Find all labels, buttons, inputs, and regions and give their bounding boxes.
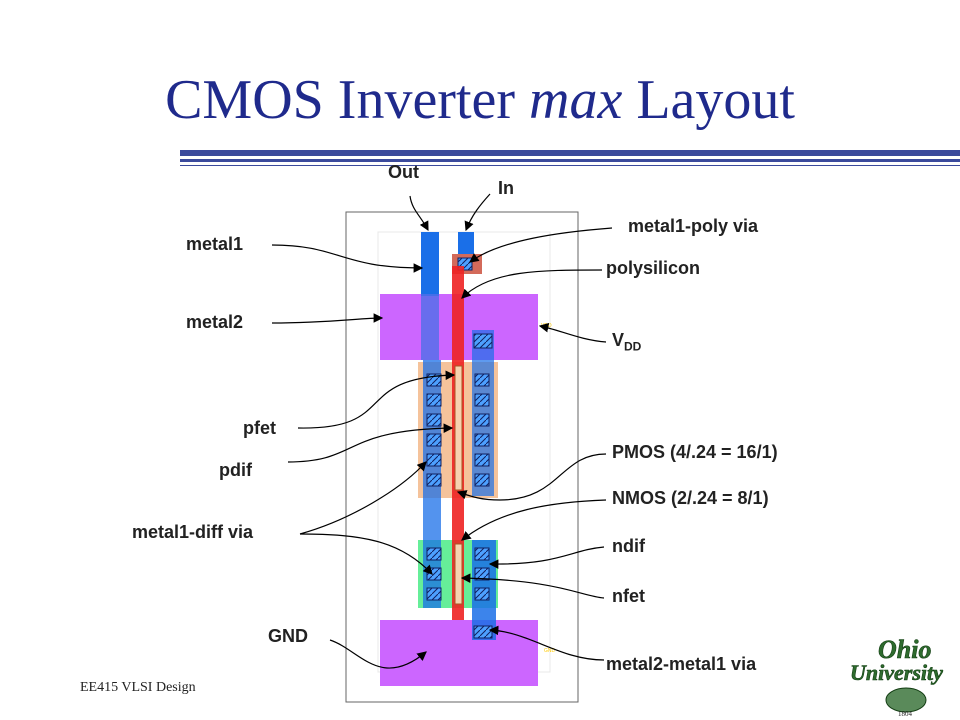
gnd-metal2-rail (380, 620, 538, 686)
metal1-out-over-rail (421, 294, 439, 360)
label-pmos: PMOS (4/.24 = 16/1) (612, 442, 778, 462)
label-gnd: GND (268, 626, 308, 646)
label-metal1-diff-via: metal1-diff via (132, 522, 254, 542)
metal1-out-top (421, 232, 439, 296)
pdif-contacts (426, 373, 490, 487)
leader-metal1-poly-via (469, 227, 613, 263)
pfet-channel (454, 365, 463, 491)
label-polysilicon: polysilicon (606, 258, 701, 278)
leader-pfet (297, 370, 456, 429)
label-metal1: metal1 (186, 234, 244, 254)
label-metal1-poly-via: metal1-poly via (628, 216, 759, 236)
leader-lines (271, 193, 613, 669)
label-metal2: metal2 (186, 312, 244, 332)
leader-out (409, 195, 429, 232)
label-vdd: VDD (612, 330, 642, 354)
leader-vdd (538, 322, 607, 343)
leader-polysilicon (461, 269, 603, 299)
leader-metal2 (271, 313, 384, 324)
leader-metal1-diff-via-2 (299, 533, 433, 575)
ndif-contacts (426, 547, 490, 601)
logo-university: University (850, 660, 943, 685)
label-ndif: ndif (612, 536, 645, 556)
logo-year: 1804 (898, 710, 913, 718)
gnd-rail-tag: GND (544, 648, 556, 654)
label-out: Out (388, 162, 419, 182)
logo-ohio: Ohio (878, 635, 931, 664)
leader-nmos (461, 499, 607, 541)
label-pdif: pdif (219, 460, 252, 480)
metal1-vdd-strap (472, 330, 494, 496)
gnd-metal2-metal1-via (473, 625, 493, 639)
ohio-university-logo: Ohio University 1804 (850, 635, 943, 718)
leader-metal1 (271, 244, 424, 273)
leader-metal1-diff-via-1 (299, 461, 427, 535)
label-nmos: NMOS (2/.24 = 8/1) (612, 488, 769, 508)
label-in: In (498, 178, 514, 198)
leader-gnd (329, 639, 427, 669)
leader-nfet (460, 573, 605, 599)
logo-seal (885, 687, 927, 713)
leader-pmos (456, 453, 607, 501)
title-rule-thin (180, 159, 960, 162)
leader-ndif (488, 546, 605, 569)
leader-pdif (287, 423, 454, 463)
leader-in (464, 193, 491, 232)
label-nfet: nfet (612, 586, 645, 606)
title-rule (180, 150, 960, 156)
slide-title: CMOS Inverter max Layout (165, 69, 795, 131)
nfet-channel (454, 543, 463, 605)
label-metal2-metal1-via: metal2-metal1 via (606, 654, 757, 674)
label-pfet: pfet (243, 418, 276, 438)
footer-course: EE415 VLSI Design (80, 680, 196, 695)
title-rule-hairline (180, 165, 960, 166)
vdd-metal2-metal1-via (473, 333, 493, 349)
leader-metal2-metal1-via (488, 625, 605, 661)
